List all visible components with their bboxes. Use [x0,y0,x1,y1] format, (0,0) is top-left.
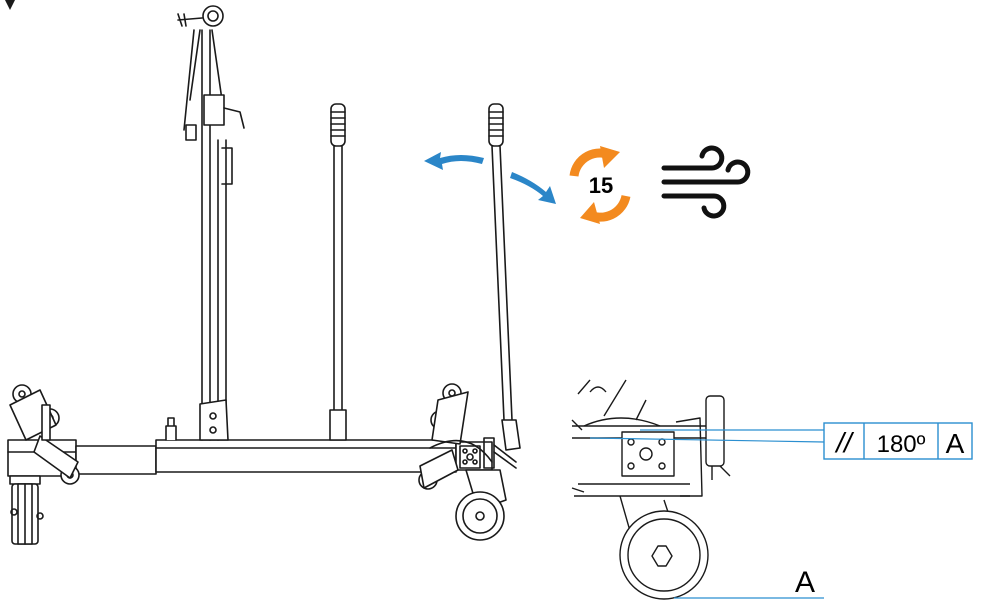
datum-label: A [795,566,815,599]
crank-handle-icon [177,5,224,27]
right-caster-wheel [455,469,507,541]
detail-view [571,379,731,600]
right-outrigger [418,383,493,490]
pump-handle [488,103,521,451]
rotate-arrows-icon: 15 [569,146,631,224]
pump-motion-arrows [424,152,556,204]
lift-mast [183,29,245,441]
tolerance-datum: A [946,428,965,459]
left-caster [9,475,44,545]
air-flow-icon [661,145,751,219]
left-outrigger [9,384,80,485]
corner-arrow-mark [5,0,15,10]
geometric-tolerance-frame: // 180º A [823,422,973,460]
datum-leaders [589,429,825,599]
pump-count: 15 [589,173,613,198]
base-valve [165,417,177,441]
tolerance-value: 180º [877,431,926,458]
center-handle [329,103,347,441]
parallelism-symbol: // [834,427,855,458]
